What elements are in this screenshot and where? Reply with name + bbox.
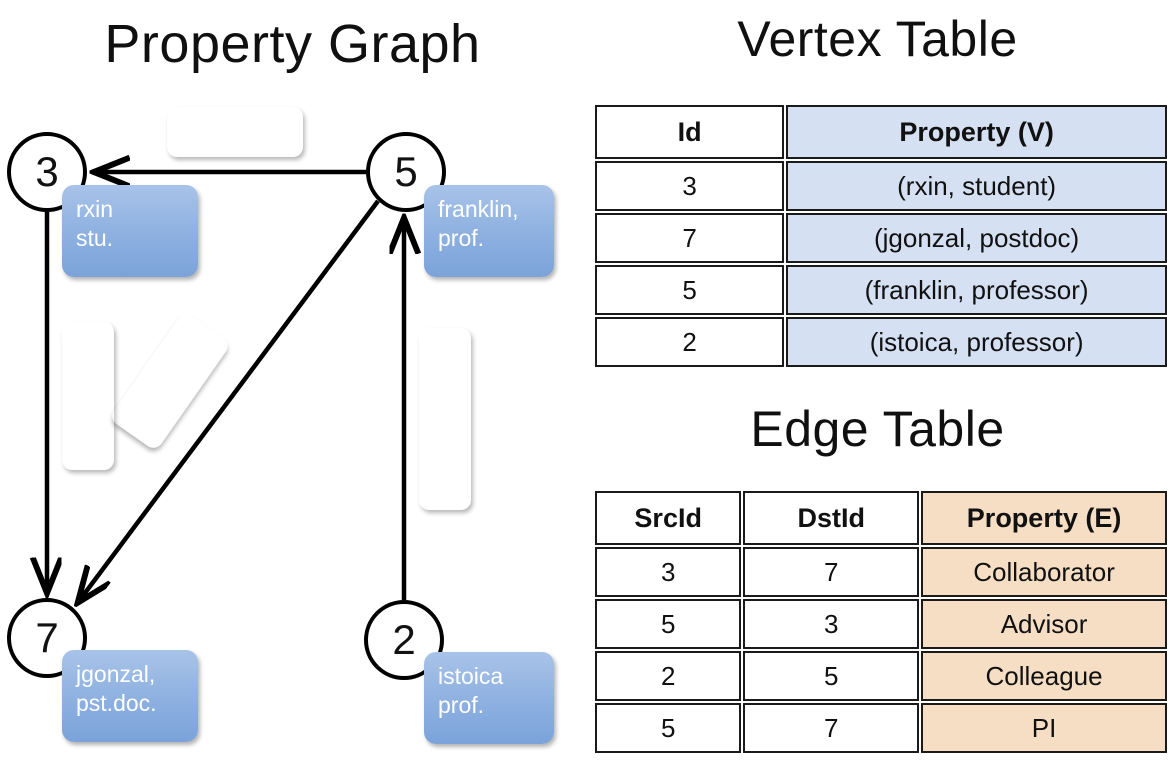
table-row[interactable]: 2 (istoica, professor) [595, 317, 1167, 367]
table-header-row: SrcId DstId Property (E) [595, 491, 1167, 545]
cell-property: (jgonzal, postdoc) [786, 213, 1167, 263]
cell-id: 7 [595, 213, 785, 263]
column-header-id: Id [595, 105, 785, 159]
callout-line-2: pst.doc. [76, 690, 157, 716]
callout-line-1: jgonzal, [76, 661, 156, 687]
column-header-dstid: DstId [743, 491, 920, 545]
edge-label-colleague: Colleague [419, 328, 471, 510]
edge-label-collab-text: Collab. [74, 357, 103, 435]
cell-srcid: 5 [595, 599, 742, 649]
graph-edge-lines [0, 0, 585, 760]
property-graph-diagram: 3 5 7 2 rxin stu. franklin, prof. jgonza… [0, 0, 585, 760]
cell-id: 3 [595, 161, 785, 211]
table-row[interactable]: 7 (jgonzal, postdoc) [595, 213, 1167, 263]
cell-property: Collaborator [921, 547, 1167, 597]
cell-property: Colleague [921, 651, 1167, 701]
table-row[interactable]: 5 7 PI [595, 703, 1167, 753]
cell-property: Advisor [921, 599, 1167, 649]
column-header-property-e: Property (E) [921, 491, 1167, 545]
cell-property: (franklin, professor) [786, 265, 1167, 315]
callout-line-2: stu. [76, 225, 114, 251]
vertex-property-callout-rxin: rxin stu. [62, 185, 198, 277]
cell-id: 5 [595, 265, 785, 315]
callout-line-2: prof. [438, 225, 485, 251]
cell-dstid: 7 [743, 547, 920, 597]
table-row[interactable]: 5 3 Advisor [595, 599, 1167, 649]
vertex-property-callout-franklin: franklin, prof. [424, 185, 554, 277]
edge-label-colleague-text: Colleague [431, 362, 460, 476]
cell-property: PI [921, 703, 1167, 753]
page-title-edge-table: Edge Table [750, 401, 1005, 457]
edge-label-advisor: Advisor [167, 107, 303, 157]
table-row[interactable]: 2 5 Colleague [595, 651, 1167, 701]
table-row[interactable]: 3 (rxin, student) [595, 161, 1167, 211]
cell-dstid: 7 [743, 703, 920, 753]
edge-table: SrcId DstId Property (E) 3 7 Collaborato… [593, 489, 1169, 755]
cell-dstid: 3 [743, 599, 920, 649]
edge-label-pi-text: PI [152, 363, 189, 399]
vertex-property-callout-istoica: istoica prof. [424, 652, 554, 744]
callout-line-1: rxin [76, 196, 114, 222]
table-row[interactable]: 3 7 Collaborator [595, 547, 1167, 597]
column-header-srcid: SrcId [595, 491, 742, 545]
cell-property: (istoica, professor) [786, 317, 1167, 367]
cell-srcid: 5 [595, 703, 742, 753]
table-row[interactable]: 5 (franklin, professor) [595, 265, 1167, 315]
cell-srcid: 3 [595, 547, 742, 597]
callout-line-2: prof. [438, 692, 485, 718]
callout-line-1: istoica [438, 663, 504, 689]
column-header-property-v: Property (V) [786, 105, 1167, 159]
cell-id: 2 [595, 317, 785, 367]
page-title-property-graph: Property Graph [104, 14, 481, 74]
vertex-node-2[interactable]: 2 [364, 600, 444, 680]
page-title-vertex-table: Vertex Table [737, 11, 1018, 67]
edge-label-advisor-text: Advisor [193, 117, 277, 146]
table-header-row: Id Property (V) [595, 105, 1167, 159]
cell-property: (rxin, student) [786, 161, 1167, 211]
callout-line-1: franklin, [438, 196, 519, 222]
cell-srcid: 2 [595, 651, 742, 701]
vertex-property-callout-jgonzal: jgonzal, pst.doc. [62, 650, 198, 742]
vertex-table: Id Property (V) 3 (rxin, student) 7 (jgo… [593, 103, 1169, 369]
cell-dstid: 5 [743, 651, 920, 701]
edge-label-collab: Collab. [62, 322, 114, 470]
vertex-node-5[interactable]: 5 [366, 132, 446, 212]
edge-line-pi [79, 199, 380, 601]
